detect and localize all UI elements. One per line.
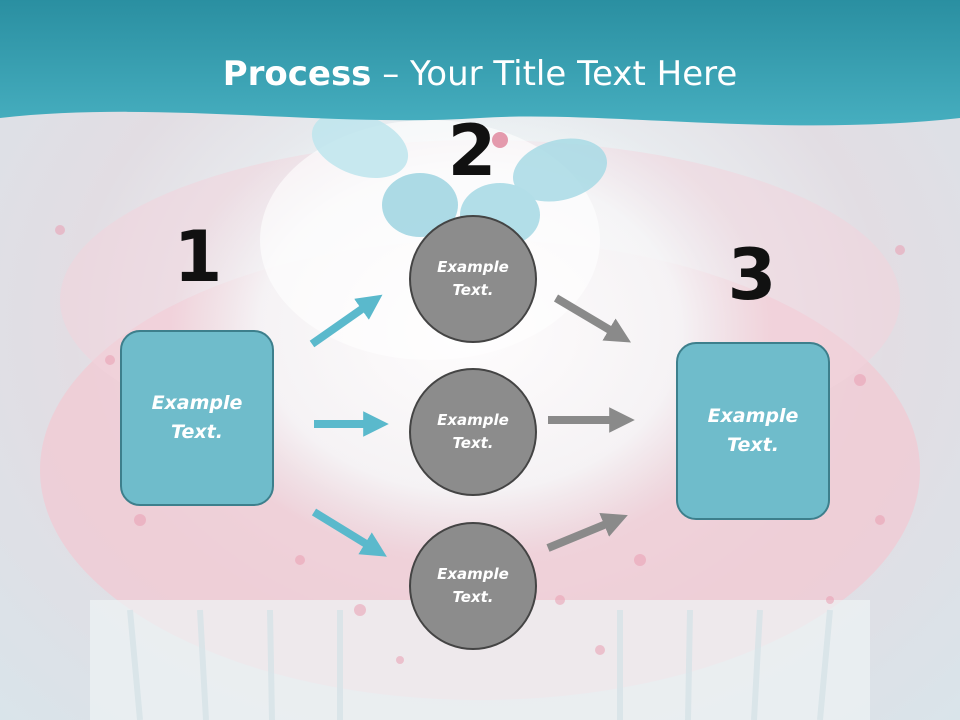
title-bold: Process [222, 54, 372, 94]
circle-top-text: Example Text. [437, 258, 509, 299]
circle-middle: Example Text. [409, 368, 537, 496]
circle-middle-text: Example Text. [437, 411, 509, 452]
arrow-left-to-top [309, 294, 383, 348]
circle-bottom: Example Text. [409, 522, 537, 650]
left-process-box: Example Text. [120, 330, 274, 506]
step-number-1: 1 [173, 216, 223, 298]
right-box-text: Example Text. [707, 405, 799, 456]
arrow-top-to-right [553, 294, 632, 343]
title-rest: – Your Title Text Here [371, 54, 738, 94]
step-number-3: 3 [727, 234, 777, 316]
arrow-bottom-to-right [546, 513, 628, 552]
circle-top: Example Text. [409, 215, 537, 343]
circle-bottom-text: Example Text. [437, 565, 509, 606]
step-number-2: 2 [447, 110, 497, 192]
slide-title: Process – Your Title Text Here [0, 52, 960, 96]
arrow-left-to-bottom [311, 508, 387, 557]
left-box-text: Example Text. [151, 392, 243, 443]
right-process-box: Example Text. [676, 342, 830, 520]
